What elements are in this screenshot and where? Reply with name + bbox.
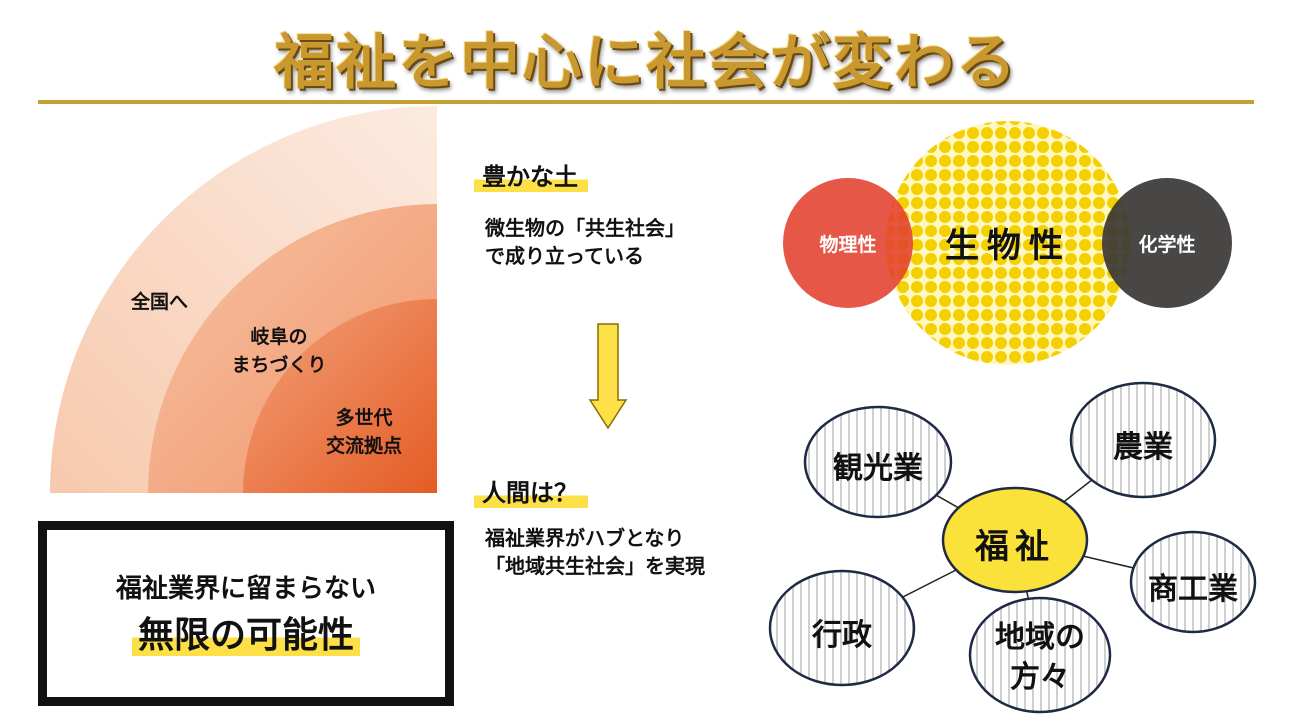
page-title: 福祉を中心に社会が変わる <box>274 28 1018 98</box>
hub-center-label: 福祉 <box>975 527 1055 567</box>
soil-text-line2: で成り立っている <box>485 244 644 268</box>
box-line2: 無限の可能性 <box>47 615 445 656</box>
human-text-line2: 「地域共生社会」を実現 <box>485 554 705 578</box>
physical-label: 物理性 <box>819 234 877 256</box>
node-tourism <box>803 405 953 519</box>
down-arrow-icon <box>588 323 628 430</box>
box-line2-text: 無限の可能性 <box>131 615 360 656</box>
community-label-line1: 地域の <box>995 620 1085 655</box>
chemical-circle <box>1102 178 1232 308</box>
commerce-label: 商工業 <box>1148 572 1238 607</box>
soil-text: 微生物の「共生社会」 で成り立っている <box>485 214 685 270</box>
tourism-label: 観光業 <box>833 451 923 486</box>
soil-heading: 豊かな土 <box>474 162 588 192</box>
node-commerce <box>1129 530 1257 634</box>
node-administration <box>768 569 916 687</box>
human-heading: 人間は？ <box>474 478 588 508</box>
human-text-line1: 福祉業界がハブとなり <box>485 526 685 550</box>
arc-label-gifu-line1: 岐阜の <box>250 326 308 348</box>
arc-label-gifu: 岐阜の まちづくり <box>219 323 339 379</box>
biological-label: 生物性 <box>945 226 1071 266</box>
agriculture-label: 農業 <box>1113 430 1173 465</box>
box-line1: 福祉業界に留まらない <box>115 574 376 604</box>
hub-center-circle <box>941 486 1089 594</box>
physical-circle <box>783 178 913 308</box>
community-label: 地域の 方々 <box>970 618 1110 698</box>
arc-label-hub-line2: 交流拠点 <box>325 435 402 457</box>
arc-label-hub-line1: 多世代 <box>335 407 393 429</box>
arc-inner <box>243 299 437 493</box>
title-underline <box>38 100 1254 104</box>
arc-label-gifu-line2: まちづくり <box>231 354 327 376</box>
biological-circle <box>886 121 1130 365</box>
possibility-box: 福祉業界に留まらない 無限の可能性 <box>38 521 454 706</box>
administration-label: 行政 <box>812 618 872 653</box>
node-community <box>968 596 1112 714</box>
arc-label-nationwide: 全国へ <box>131 291 189 313</box>
soil-text-line1: 微生物の「共生社会」 <box>485 216 685 240</box>
arc-label-hub: 多世代 交流拠点 <box>305 404 423 460</box>
human-text: 福祉業界がハブとなり 「地域共生社会」を実現 <box>485 524 705 580</box>
node-agriculture <box>1069 381 1217 499</box>
chemical-label: 化学性 <box>1138 234 1196 256</box>
community-label-line2: 方々 <box>1010 660 1070 695</box>
